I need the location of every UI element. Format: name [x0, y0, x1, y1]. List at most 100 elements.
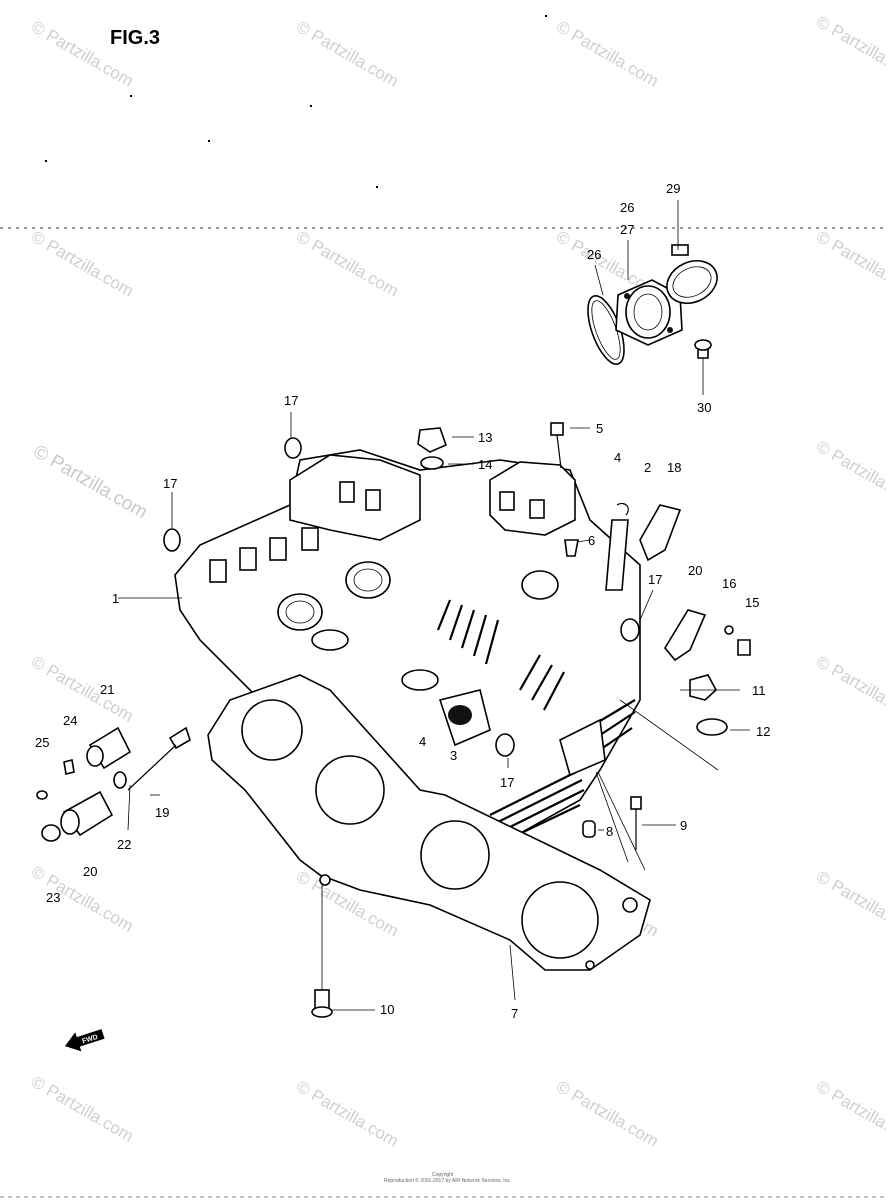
hose-clamp-29 [666, 260, 718, 304]
flange-hole [624, 293, 630, 299]
watermark-text: © Partzilla.com [813, 867, 888, 941]
callout-30: 30 [697, 400, 711, 415]
head-gasket [207, 674, 651, 971]
callout-9: 9 [680, 818, 687, 833]
dowel-pin-17 [495, 733, 515, 757]
callout-1: 1 [112, 591, 119, 606]
callout-29: 29 [666, 181, 680, 196]
callout-8: 8 [606, 824, 613, 839]
callout-26: 26 [620, 200, 634, 215]
fwd-label: FWD [81, 1034, 98, 1046]
fitting-end-21 [86, 745, 104, 767]
clamp-screw [671, 244, 689, 256]
footer-reproduction: Reproduction © 2001-2017 by ARI Network … [384, 1177, 511, 1184]
watermark-text: © Partzilla.com [813, 437, 888, 511]
footer-copyright: Copyright [432, 1172, 454, 1178]
bolt-shank-5 [556, 434, 562, 469]
callout-17: 17 [284, 393, 298, 408]
dowel-pin-17 [284, 437, 302, 459]
watermark-text: © Partzilla.com [553, 17, 662, 91]
watermark-text: © Partzilla.com [28, 227, 137, 301]
gasket-dowel-hole [622, 897, 638, 913]
callout-19: 19 [155, 805, 169, 820]
screw-25 [36, 790, 48, 800]
leader-lines [118, 200, 750, 1011]
callout-18: 18 [667, 460, 681, 475]
cap-23 [41, 824, 61, 842]
flange-hole [667, 327, 673, 333]
watermark-text: © Partzilla.com [28, 1072, 137, 1146]
washer-22 [113, 771, 127, 789]
watermark-text: © Partzilla.com [813, 227, 888, 301]
watermark-main-text: © Partzilla.com [30, 441, 151, 523]
callout-6: 6 [588, 533, 595, 548]
cylinder-head [174, 449, 641, 851]
small-parts [36, 422, 751, 1018]
oil-gallery-plug [559, 718, 606, 777]
intake-pipe-bore [633, 293, 663, 331]
gasket-bore-1 [241, 699, 303, 761]
callout-25: 25 [35, 735, 49, 750]
callout-26: 26 [587, 247, 601, 262]
adapter-19 [168, 726, 191, 750]
print-specks [45, 15, 547, 188]
pin-6 [564, 539, 579, 557]
hose-clamp-inner [672, 266, 712, 298]
callout-24: 24 [63, 713, 77, 728]
spark-plug-18 [639, 504, 682, 562]
screw-15 [737, 639, 751, 656]
callout-21: 21 [100, 682, 114, 697]
callout-2: 2 [644, 460, 651, 475]
callout-14: 14 [478, 457, 492, 472]
callout-16: 16 [722, 576, 736, 591]
gasket-bore-3 [420, 820, 490, 890]
clip-4 [616, 502, 629, 516]
dowel-8 [582, 820, 596, 838]
watermark-text: © Partzilla.com [293, 227, 402, 301]
callout-4: 4 [419, 734, 426, 749]
watermark-text: © Partzilla.com [813, 12, 888, 86]
forward-arrow: FWD [64, 1029, 105, 1052]
figure-title: FIG.3 [110, 27, 160, 49]
watermark-text: © Partzilla.com [553, 1077, 662, 1151]
callout-13: 13 [478, 430, 492, 445]
cap-nut-13 [417, 427, 448, 453]
intake-ports [277, 561, 559, 631]
callout-3: 3 [450, 748, 457, 763]
dowel-pin-17 [620, 618, 640, 642]
sensor-end-20 [60, 809, 80, 835]
callout-12: 12 [756, 724, 770, 739]
watermark-text: © Partzilla.com [293, 17, 402, 91]
gasket-bolt-hole [585, 960, 595, 970]
screw-head-30 [694, 339, 712, 351]
valve-lifters [209, 481, 545, 583]
washer-16 [724, 625, 734, 635]
cap-nut-11 [689, 674, 717, 701]
callout-17: 17 [163, 476, 177, 491]
callout-11: 11 [752, 683, 766, 698]
watermark-text: © Partzilla.com [28, 652, 137, 726]
bolt-head-5 [550, 422, 564, 436]
gasket-bore-2 [315, 755, 385, 825]
callout-15: 15 [745, 595, 759, 610]
callout-labels: 1 2 3 4 4 5 6 7 8 9 10 11 12 13 14 15 16… [35, 181, 770, 1021]
watermark-text: © Partzilla.com [293, 1077, 402, 1151]
intake-pipe-body [625, 285, 671, 339]
callout-27: 27 [620, 222, 634, 237]
callout-23: 23 [46, 890, 60, 905]
callout-20: 20 [688, 563, 702, 578]
watermark-text: © Partzilla.com [813, 1077, 888, 1151]
washer-14 [420, 456, 444, 470]
gasket-bolt-hole [319, 874, 331, 886]
callout-17: 17 [500, 775, 514, 790]
cable-19 [127, 744, 177, 791]
callout-7: 7 [511, 1006, 518, 1021]
cam-tower-left [289, 454, 421, 541]
dowel-pin-17 [163, 528, 181, 552]
intake-pipe-assembly [587, 244, 718, 365]
callout-10: 10 [380, 1002, 394, 1017]
gasket-bore-4 [521, 881, 599, 959]
sensor-20 [664, 609, 707, 662]
bolt-head-10 [311, 1006, 333, 1018]
